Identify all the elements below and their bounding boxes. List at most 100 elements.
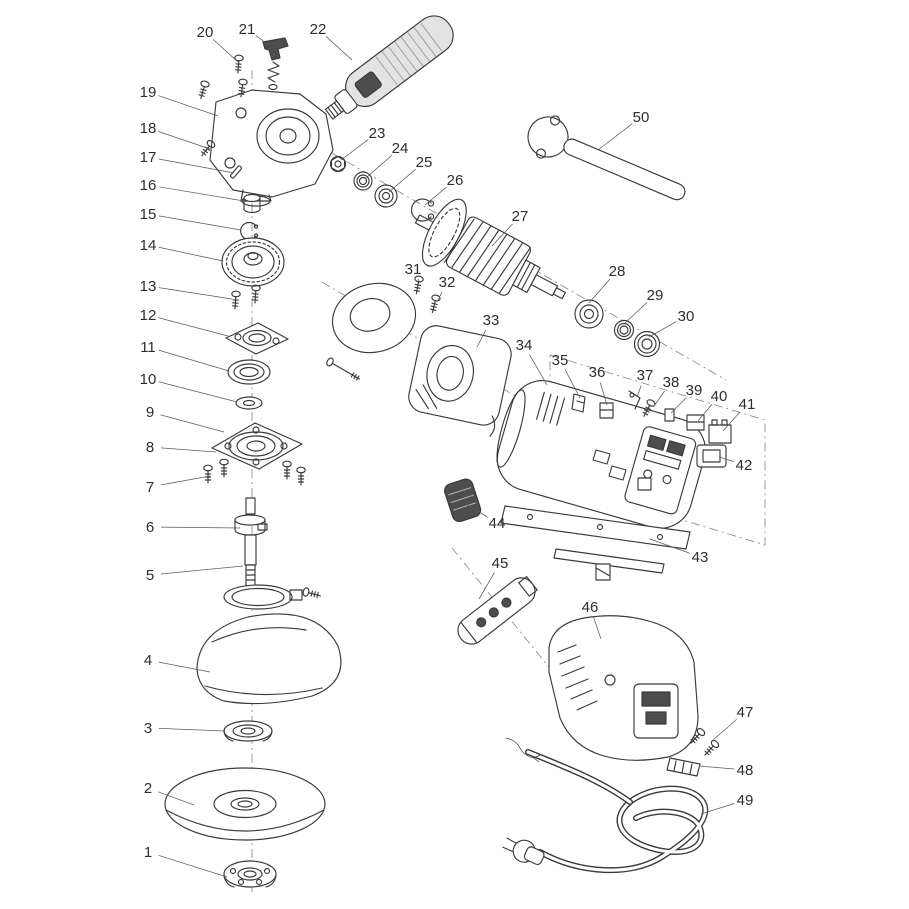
leader-line-6 <box>160 526 241 529</box>
part-43-mounting-plate <box>500 505 691 581</box>
callout-number-15: 15 <box>140 206 157 223</box>
callout-number-25: 25 <box>416 154 433 171</box>
part-13-screws <box>230 284 261 310</box>
part-10-washer <box>235 396 263 410</box>
leader-line-38 <box>653 390 665 407</box>
callout-number-29: 29 <box>647 287 664 304</box>
callout-number-36: 36 <box>589 364 606 381</box>
part-45-grip-segment <box>457 576 538 645</box>
part-17-pin <box>230 165 242 179</box>
part-41-switch <box>708 419 732 444</box>
leader-line-8 <box>160 447 217 453</box>
part-33-stator <box>408 325 512 437</box>
leader-line-12 <box>158 317 229 337</box>
callout-number-1: 1 <box>144 844 152 861</box>
leader-line-33 <box>476 329 487 348</box>
leader-line-34 <box>529 354 548 386</box>
part-42-switch-body <box>696 444 727 468</box>
leader-line-31 <box>417 278 421 284</box>
part-22-side-handle <box>324 15 454 120</box>
callout-number-19: 19 <box>140 84 157 101</box>
part-5-6-spindle <box>234 497 268 591</box>
part-25-bearing <box>374 184 398 208</box>
leader-line-50 <box>597 123 633 151</box>
callout-number-39: 39 <box>686 382 703 399</box>
callout-number-18: 18 <box>140 120 157 137</box>
leader-line-24 <box>365 154 392 179</box>
leader-line-4 <box>158 661 211 673</box>
part-49-power-cord <box>502 737 709 874</box>
part-46-rear-housing <box>548 615 699 761</box>
leader-line-35 <box>564 369 581 399</box>
part-16-bushing <box>243 193 261 214</box>
leader-line-40 <box>697 404 713 422</box>
callout-number-37: 37 <box>637 367 654 384</box>
part-15-circlip <box>240 221 259 241</box>
callout-number-7: 7 <box>146 479 154 496</box>
callout-number-45: 45 <box>492 555 509 572</box>
callout-number-46: 46 <box>582 599 599 616</box>
part-4-wheel-guard <box>196 584 342 705</box>
leader-line-3 <box>158 728 226 732</box>
callout-number-5: 5 <box>146 567 154 584</box>
part-48-label <box>666 757 701 777</box>
callout-number-49: 49 <box>737 792 754 809</box>
plug <box>502 837 545 866</box>
callout-number-41: 41 <box>739 396 756 413</box>
callout-number-2: 2 <box>144 780 152 797</box>
part-50-wrench <box>527 115 686 201</box>
part-2-grinding-disc <box>164 767 326 841</box>
leader-line-2 <box>158 791 195 806</box>
leader-line-47 <box>711 718 737 742</box>
leader-line-32 <box>436 291 443 303</box>
callout-number-20: 20 <box>197 24 214 41</box>
part-30-sleeve <box>633 330 661 358</box>
leader-line-45 <box>478 572 495 600</box>
part-23-nut <box>329 155 347 173</box>
leader-line-43 <box>649 538 690 554</box>
leader-line-36 <box>599 382 608 406</box>
callout-number-48: 48 <box>737 762 754 779</box>
callout-number-16: 16 <box>140 177 157 194</box>
part-12-bearing-flange <box>225 322 289 355</box>
leader-line-14 <box>158 246 224 262</box>
part-36-block <box>599 402 614 419</box>
part-11-bearing <box>227 359 271 385</box>
leader-line-15 <box>158 215 242 231</box>
part-20-screw-set <box>196 54 249 101</box>
callout-number-17: 17 <box>140 149 157 166</box>
leader-line-42 <box>718 456 734 463</box>
callout-number-11: 11 <box>140 339 156 356</box>
leader-line-37 <box>636 385 642 398</box>
part-9-flange-plate <box>211 422 303 470</box>
leader-line-28 <box>588 279 611 304</box>
callout-number-14: 14 <box>140 237 157 254</box>
part-28-bearing <box>574 299 604 329</box>
leader-line-21 <box>255 35 271 47</box>
callout-number-44: 44 <box>489 515 506 532</box>
leader-line-22 <box>325 36 353 61</box>
callout-number-42: 42 <box>736 457 753 474</box>
leader-line-41 <box>722 411 740 432</box>
part-35-bracket <box>571 393 586 413</box>
part-1-clamp-nut <box>223 860 277 888</box>
callout-number-8: 8 <box>146 439 154 456</box>
callout-number-22: 22 <box>310 21 327 38</box>
part-27-armature <box>414 198 566 300</box>
leader-line-19 <box>158 95 219 117</box>
callout-number-31: 31 <box>405 261 422 278</box>
leader-line-10 <box>158 381 238 403</box>
leader-line-46 <box>593 617 602 640</box>
callout-number-40: 40 <box>711 388 728 405</box>
leader-line-26 <box>424 186 447 206</box>
leader-line-30 <box>648 321 677 338</box>
leader-line-44 <box>465 503 488 518</box>
part-39-block <box>664 408 675 422</box>
leader-line-16 <box>158 186 245 202</box>
part-21-lock-button <box>262 37 289 91</box>
callout-number-23: 23 <box>369 125 386 142</box>
callout-number-26: 26 <box>447 172 464 189</box>
part-19-gear-housing <box>209 89 334 207</box>
